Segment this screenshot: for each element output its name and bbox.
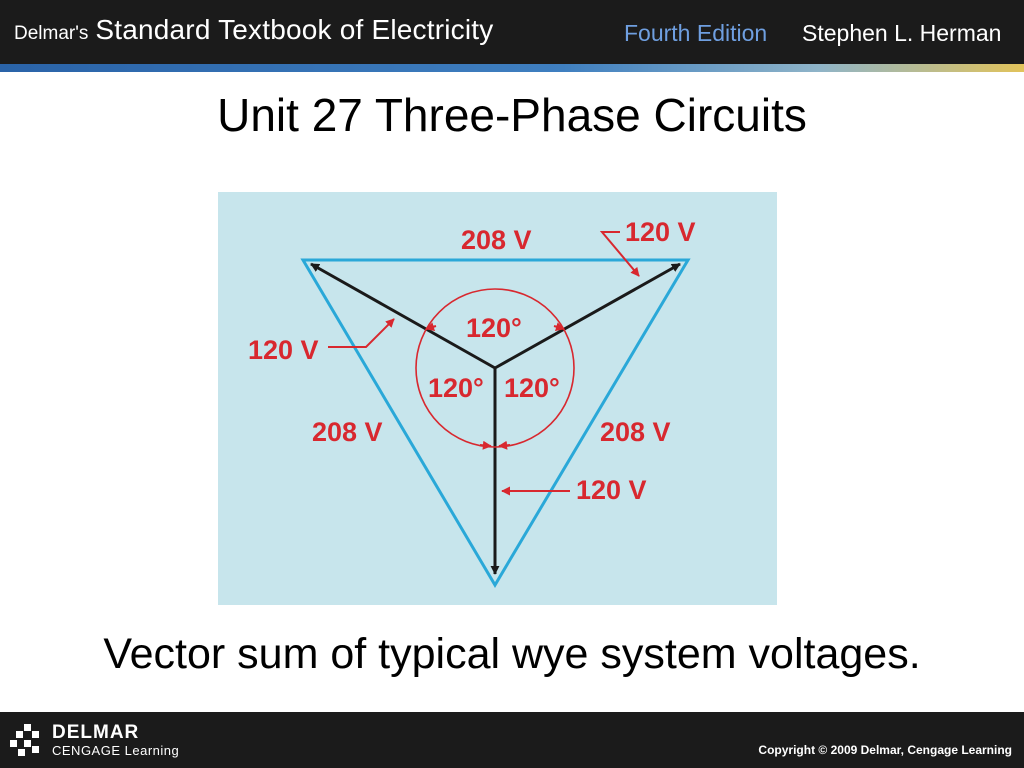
slide-caption: Vector sum of typical wye system voltage…: [103, 630, 921, 678]
author-label: Stephen L. Herman: [802, 20, 1002, 46]
angle-circle: [415, 288, 575, 448]
angle-arrow-bottom-right: [498, 440, 511, 450]
label-angle-left: 120°: [428, 373, 484, 403]
label-120v-top-right: 120 V: [625, 217, 696, 247]
edition-label: Fourth Edition: [624, 20, 768, 46]
slide-header: Delmar's Standard Textbook of Electricity…: [0, 0, 1024, 64]
book-title: Delmar's Standard Textbook of Electricity: [14, 14, 493, 46]
leader-top-right: [599, 231, 640, 277]
vector-to-top-left: [310, 262, 496, 370]
slide-title: Unit 27 Three-Phase Circuits: [217, 89, 807, 141]
angle-arrow-left: [425, 322, 437, 331]
wye-diagram-svg: 208 V 120 V 120 V 208 V 208 V 120 V 120°…: [248, 217, 696, 588]
label-angle-top: 120°: [466, 313, 522, 343]
logo-line2: CENGAGE Learning: [52, 743, 180, 758]
angle-arrow-bottom-left: [479, 440, 492, 450]
label-120v-bottom: 120 V: [576, 475, 647, 505]
book-name: Standard Textbook of Electricity: [95, 14, 494, 45]
wye-voltage-diagram: 208 V 120 V 120 V 208 V 208 V 120 V 120°…: [218, 192, 777, 605]
delta-triangle: [300, 258, 691, 588]
book-brand: Delmar's: [14, 23, 89, 44]
slide-footer: DELMAR CENGAGE Learning Copyright © 2009…: [0, 712, 1024, 768]
delmar-logo-icon: [10, 724, 39, 756]
angle-arrow-right: [553, 322, 565, 331]
header-stripe: [0, 64, 1024, 72]
leader-left: [328, 318, 395, 348]
logo-line1: DELMAR: [52, 722, 140, 743]
label-angle-right: 120°: [504, 373, 560, 403]
label-120v-left: 120 V: [248, 335, 319, 365]
copyright-text: Copyright © 2009 Delmar, Cengage Learnin…: [758, 743, 1012, 757]
label-208v-top: 208 V: [461, 225, 532, 255]
label-208v-left: 208 V: [312, 417, 383, 447]
vector-to-top-right: [494, 262, 681, 370]
label-208v-right: 208 V: [600, 417, 671, 447]
